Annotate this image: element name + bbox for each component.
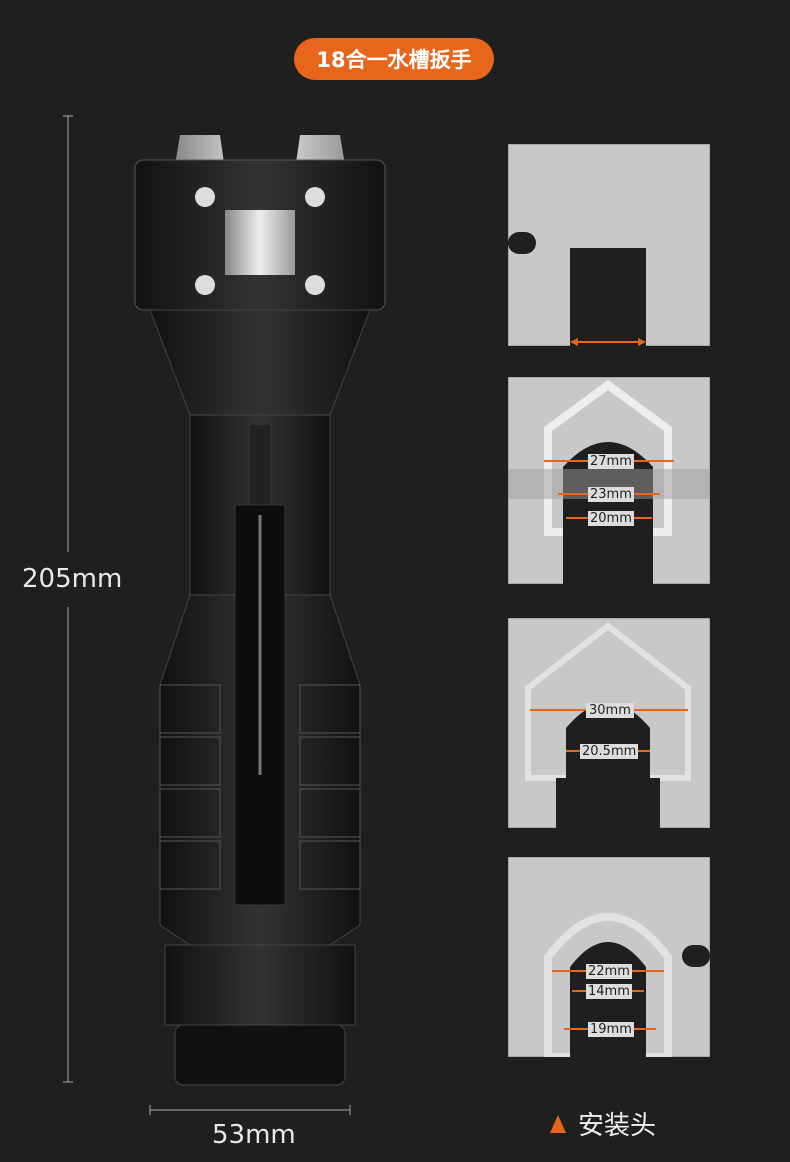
- head-2-label-2: 20mm: [588, 511, 634, 526]
- width-label: 53mm: [212, 1120, 296, 1150]
- legend: 安装头: [550, 1105, 656, 1142]
- triangle-icon: [550, 1114, 566, 1133]
- width-dimension-line: [149, 1105, 351, 1115]
- head-1-diagram: [508, 144, 710, 346]
- legend-label: 安装头: [578, 1111, 657, 1141]
- height-dimension-line: [63, 115, 73, 1083]
- head-3-label-1: 20.5mm: [580, 744, 639, 759]
- head-2-diagram: [508, 377, 710, 584]
- head-1-label-0: 15mm: [586, 321, 628, 336]
- wrench-tool-illustration: [134, 135, 386, 1086]
- title-badge: 18合一水槽扳手: [294, 38, 494, 80]
- height-label: 205mm: [22, 564, 123, 594]
- head-4-label-1: 14mm: [586, 984, 632, 999]
- head-3-label-0: 30mm: [586, 703, 634, 718]
- head-4-label-0: 22mm: [586, 964, 632, 979]
- title-text: 18合一水槽扳手: [316, 48, 472, 72]
- head-2-label-0: 27mm: [588, 454, 634, 469]
- head-3-diagram: [508, 618, 710, 828]
- head-4-label-2: 19mm: [588, 1022, 634, 1037]
- head-2-label-1: 23mm: [588, 487, 634, 502]
